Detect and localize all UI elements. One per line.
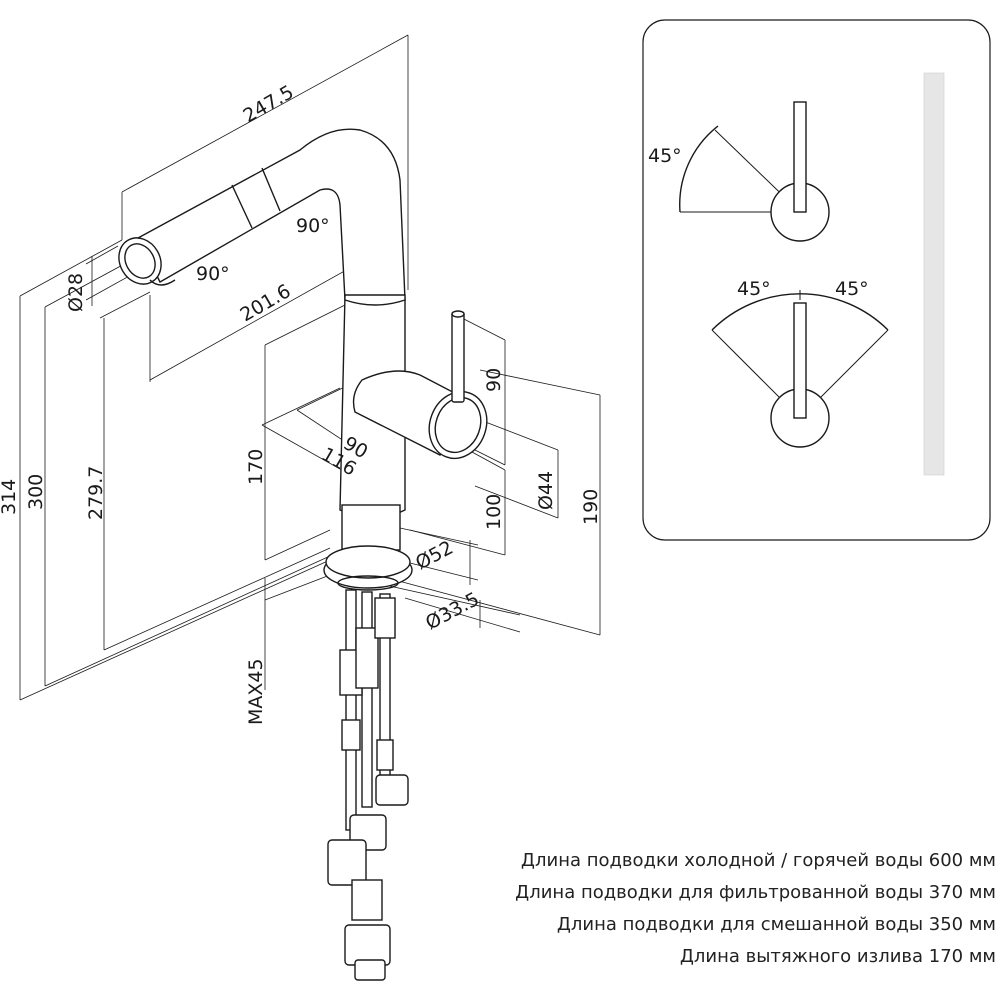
dim-lever-axis-100: 100 [483, 494, 505, 530]
dim-handle-height-170: 170 [245, 449, 267, 485]
rotation-right-angle: 45° [835, 278, 869, 300]
dim-bend-angle-top: 90° [296, 215, 330, 237]
dim-height-300: 300 [25, 474, 47, 510]
dim-height-279: 279.7 [85, 466, 107, 520]
rotation-single-angle: 45° [648, 145, 682, 167]
note-pullout-spout: Длина вытяжного излива 170 мм [679, 946, 996, 967]
dim-total-190: 190 [580, 489, 602, 525]
dim-spout-diameter: Ø28 [65, 273, 87, 312]
supply-hoses [327, 589, 409, 981]
dim-handle-diameter: Ø44 [535, 471, 557, 510]
rotation-inset: 45° 45° 45° [642, 19, 991, 541]
notes-block: Длина подводки холодной / горячей воды 6… [436, 845, 996, 973]
note-cold-hot-hose: Длина подводки холодной / горячей воды 6… [520, 850, 996, 871]
dim-reach: 201.6 [237, 280, 295, 326]
dim-spout-length: 247.5 [240, 81, 298, 127]
dim-max-thickness: MAX45 [245, 658, 267, 725]
rotation-left-angle: 45° [737, 278, 771, 300]
note-mixed-hose: Длина подводки для смешанной воды 350 мм [556, 914, 996, 935]
note-filtered-hose: Длина подводки для фильтрованной воды 37… [515, 882, 996, 903]
dim-bend-angle-spout: 90° [196, 263, 230, 285]
faucet-body [118, 128, 488, 591]
dim-height-314: 314 [0, 479, 20, 515]
dim-lever-height-90: 90 [483, 368, 505, 392]
dimension-lines [19, 34, 601, 701]
